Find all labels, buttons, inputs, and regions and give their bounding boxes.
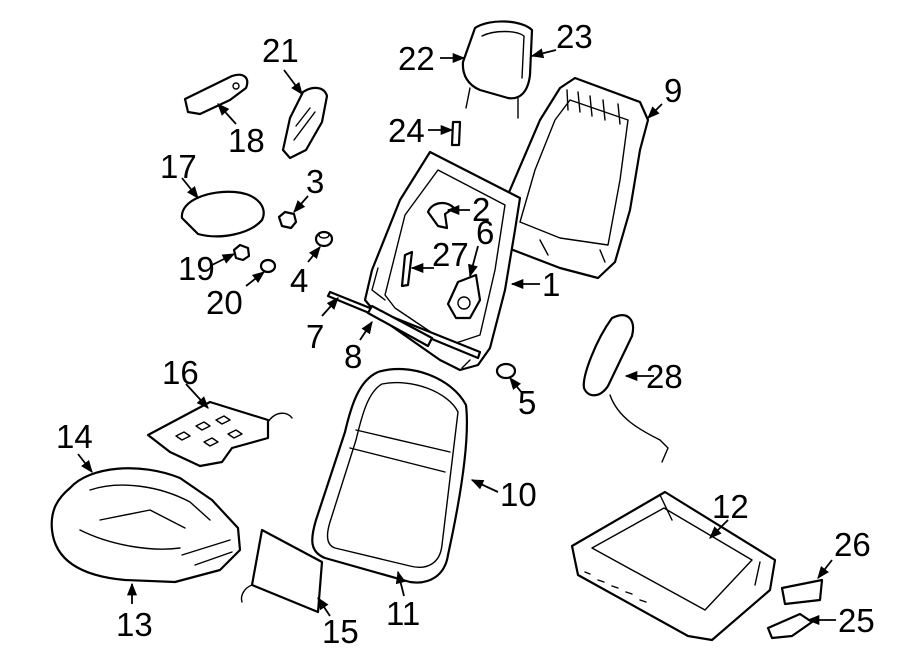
recliner-lever (400, 250, 414, 288)
headrest-guide (450, 120, 462, 147)
headrest (461, 20, 534, 119)
callout-6: 6 (476, 214, 494, 251)
callout-21: 21 (262, 32, 299, 69)
callout-2: 2 (472, 191, 490, 228)
side-trim-cover (281, 86, 329, 160)
lumbar-tube (366, 304, 434, 348)
knob-4 (314, 230, 334, 248)
callout-17: 17 (160, 148, 197, 185)
callout-3: 3 (306, 163, 324, 200)
side-airbag-module (582, 314, 669, 463)
cushion-heater-element (240, 528, 324, 614)
callout-9: 9 (664, 72, 682, 109)
callout-20: 20 (206, 284, 243, 321)
callout-26: 26 (834, 526, 871, 563)
seat-bracket (766, 612, 814, 640)
callout-13: 13 (116, 606, 153, 643)
callout-14: 14 (56, 418, 93, 455)
callout-11: 11 (386, 595, 420, 632)
leader-lines (77, 48, 836, 626)
callout-25: 25 (838, 602, 875, 639)
callout-22: 22 (398, 40, 435, 77)
callout-18: 18 (228, 122, 265, 159)
callout-1: 1 (542, 266, 560, 303)
screw-20 (259, 258, 277, 274)
callout-16: 16 (162, 354, 199, 391)
handle-cover (180, 190, 265, 238)
seat-back-panel (491, 76, 650, 280)
seat-cushion (50, 467, 242, 584)
seat-back-cushion (311, 367, 468, 584)
callout-8: 8 (344, 338, 362, 375)
callout-27: 27 (432, 236, 469, 273)
seat-heater-pad (146, 400, 293, 468)
side-shield (780, 578, 824, 606)
bushing (495, 362, 517, 380)
seat-cushion-frame (570, 490, 777, 642)
callout-7: 7 (306, 318, 324, 355)
callout-24: 24 (388, 112, 425, 149)
callout-15: 15 (322, 613, 359, 650)
recliner-handle (183, 73, 249, 116)
callout-4: 4 (290, 262, 308, 299)
callout-28: 28 (646, 358, 683, 395)
callout-labels: 1 2 3 4 5 6 7 8 9 10 11 12 13 14 15 16 1… (56, 18, 875, 650)
callout-5: 5 (518, 384, 536, 421)
callout-10: 10 (500, 476, 537, 513)
screw-19 (232, 243, 251, 262)
callout-23: 23 (556, 18, 593, 55)
callout-12: 12 (712, 488, 749, 525)
callout-19: 19 (178, 250, 215, 287)
seat-back-frame (363, 150, 522, 372)
knob-3 (277, 210, 298, 230)
